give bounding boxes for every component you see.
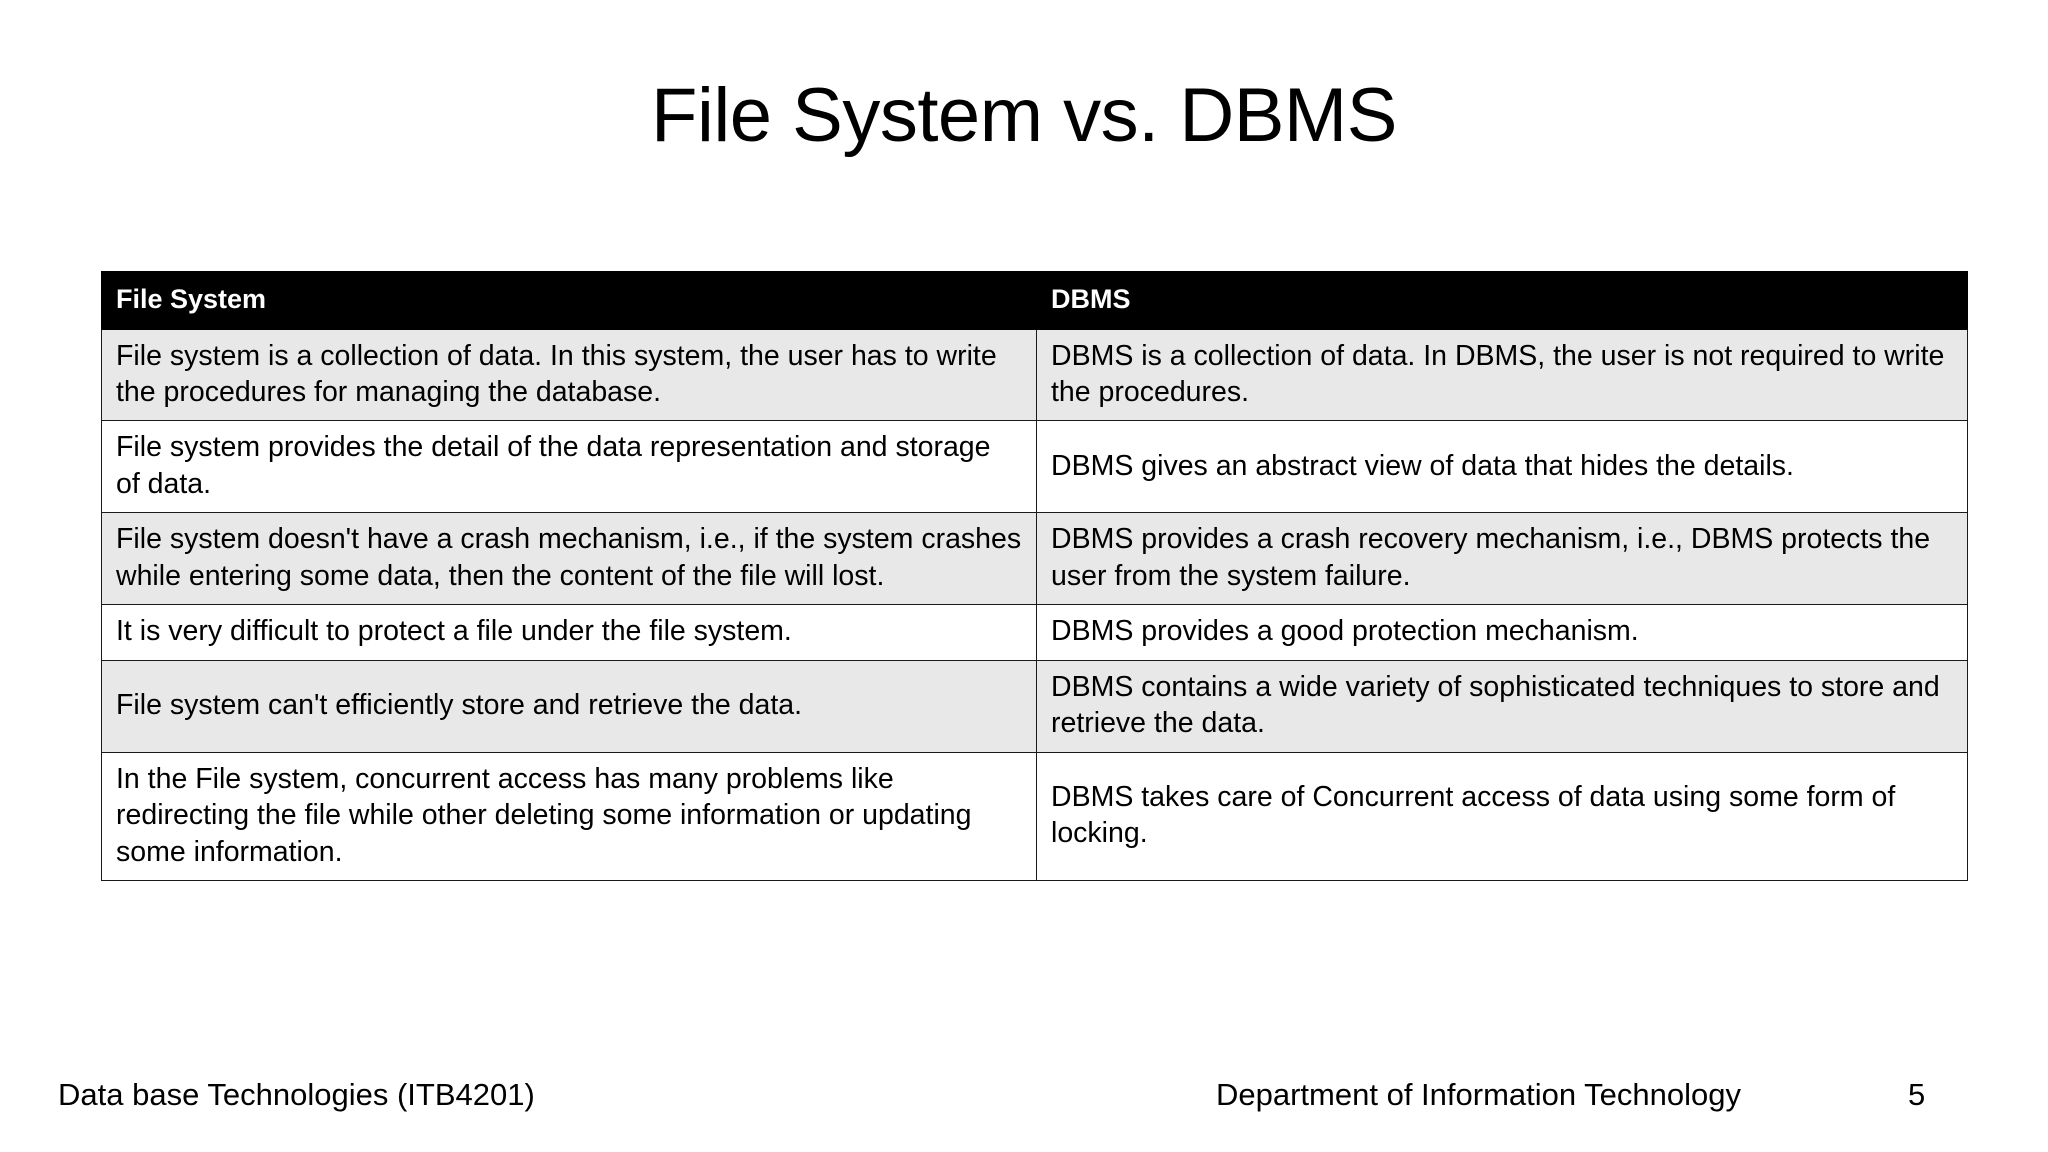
table-row: File system is a collection of data. In …	[101, 328, 1968, 422]
table-row: File system provides the detail of the d…	[101, 420, 1968, 514]
cell-text: In the File system, concurrent access ha…	[116, 762, 972, 868]
cell-text: It is very difficult to protect a file u…	[116, 615, 792, 648]
cell-text: DBMS provides a crash recovery mechanism…	[1051, 523, 1931, 592]
cell-file-system: File system can't efficiently store and …	[101, 659, 1037, 753]
page-title: File System vs. DBMS	[651, 73, 1397, 158]
table-row: It is very difficult to protect a file u…	[101, 604, 1968, 661]
cell-text: File system is a collection of data. In …	[116, 339, 997, 409]
cell-dbms: DBMS takes care of Concurrent access of …	[1036, 751, 1968, 882]
cell-text: DBMS provides a good protection mechanis…	[1051, 615, 1639, 648]
table-header: File System DBMS	[101, 271, 1968, 330]
cell-text: DBMS gives an abstract view of data that…	[1051, 449, 1794, 482]
cell-dbms: DBMS contains a wide variety of sophisti…	[1036, 659, 1968, 753]
cell-text: File system can't efficiently store and …	[116, 689, 803, 722]
column-header-dbms: DBMS	[1036, 271, 1968, 330]
table-row: File system doesn't have a crash mechani…	[101, 512, 1968, 606]
cell-file-system: File system is a collection of data. In …	[101, 328, 1037, 422]
cell-text: File system provides the detail of the d…	[116, 431, 991, 500]
cell-dbms: DBMS is a collection of data. In DBMS, t…	[1036, 328, 1968, 422]
cell-dbms: DBMS gives an abstract view of data that…	[1036, 420, 1968, 514]
footer-department-label: Department of Information Technology	[1216, 1077, 1742, 1112]
slide-page-number: 5	[1908, 1077, 1926, 1112]
table-header-row: File System DBMS	[101, 271, 1968, 330]
cell-dbms: DBMS provides a crash recovery mechanism…	[1036, 512, 1968, 606]
comparison-table: File System DBMS File system is a collec…	[101, 271, 1968, 882]
table-row: In the File system, concurrent access ha…	[101, 751, 1968, 882]
cell-text: File system doesn't have a crash mechani…	[116, 523, 1022, 592]
cell-text: DBMS takes care of Concurrent access of …	[1051, 781, 1896, 850]
footer-course-label: Data base Technologies (ITB4201)	[58, 1077, 535, 1112]
table-row: File system can't efficiently store and …	[101, 659, 1968, 753]
column-header-file-system: File System	[101, 271, 1037, 330]
cell-file-system: In the File system, concurrent access ha…	[101, 751, 1037, 882]
cell-text: DBMS contains a wide variety of sophisti…	[1051, 670, 1940, 740]
cell-file-system: It is very difficult to protect a file u…	[101, 604, 1037, 661]
cell-text: DBMS is a collection of data. In DBMS, t…	[1051, 339, 1945, 409]
table-body: File system is a collection of data. In …	[101, 328, 1968, 882]
cell-file-system: File system provides the detail of the d…	[101, 420, 1037, 514]
cell-dbms: DBMS provides a good protection mechanis…	[1036, 604, 1968, 661]
cell-file-system: File system doesn't have a crash mechani…	[101, 512, 1037, 606]
